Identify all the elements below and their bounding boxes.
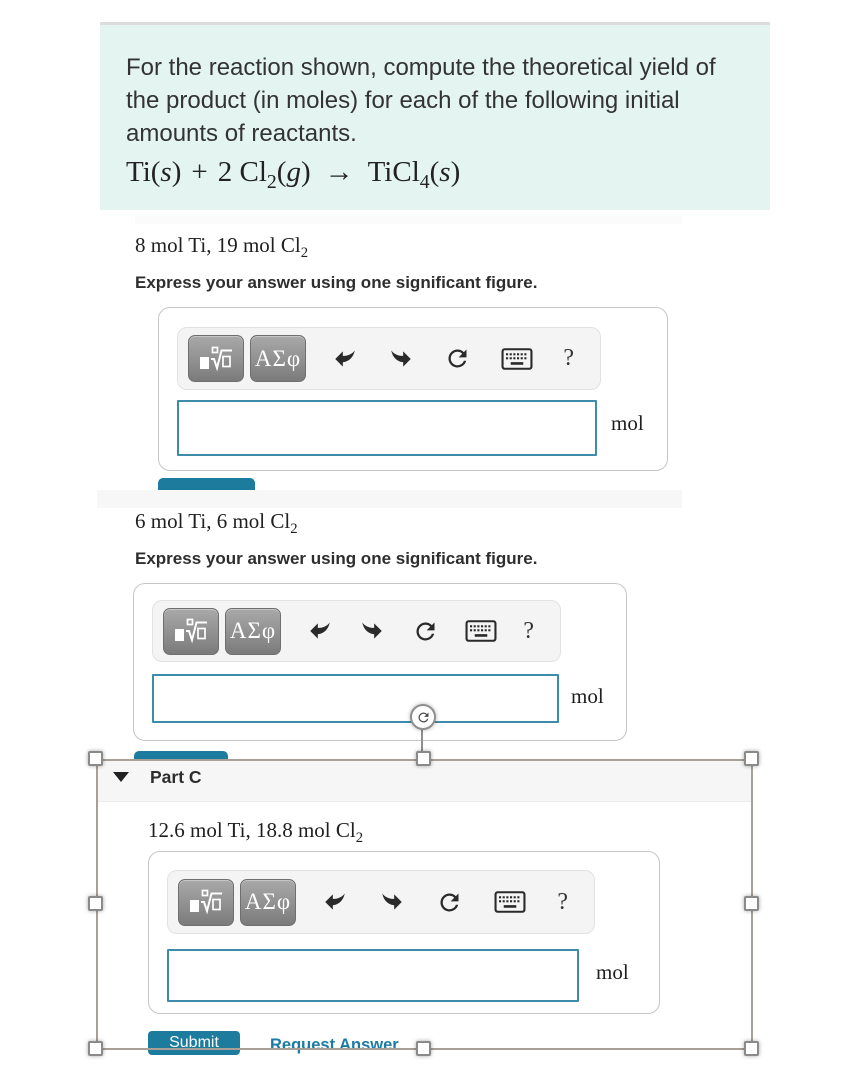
- reaction-arrow: →: [324, 155, 354, 188]
- problem-text: For the reaction shown, compute the theo…: [126, 54, 716, 147]
- greek-symbols-button[interactable]: ΑΣφ: [225, 607, 281, 655]
- greek-symbols-label: ΑΣφ: [229, 618, 277, 643]
- selection-handle-middle-left[interactable]: [88, 896, 103, 911]
- unit-label-a: mol: [611, 411, 644, 435]
- reset-icon: [440, 893, 459, 911]
- part-a-quantities: 8 mol Ti, 19 mol Cl2: [135, 233, 309, 262]
- math-template-button[interactable]: [188, 335, 244, 382]
- redo-button[interactable]: [379, 889, 405, 915]
- undo-icon: [310, 622, 330, 639]
- math-template-icon: [175, 618, 207, 644]
- part-b-quantities: 6 mol Ti, 6 mol Cl2: [135, 509, 298, 538]
- keyboard-button[interactable]: [501, 347, 533, 370]
- part-a-answer-box: ΑΣφ: [158, 307, 668, 471]
- part-b-math-toolbar: ΑΣφ: [152, 600, 561, 662]
- part-divider-band: [97, 490, 682, 508]
- part-c-answer-box: ΑΣφ: [148, 851, 660, 1014]
- part-c-header[interactable]: [98, 761, 751, 802]
- part-c-title: Part C: [150, 767, 202, 787]
- keyboard-icon: [501, 347, 533, 370]
- help-button[interactable]: ?: [563, 345, 574, 371]
- part-a-math-toolbar: ΑΣφ: [177, 327, 601, 390]
- undo-button[interactable]: [332, 346, 358, 372]
- intro-top-border: [100, 22, 770, 25]
- help-button[interactable]: ?: [557, 888, 568, 915]
- answer-input-a[interactable]: [177, 400, 597, 456]
- part-c-quantities: 12.6 mol Ti, 18.8 mol Cl2: [148, 818, 364, 847]
- reset-button[interactable]: [444, 345, 471, 372]
- rotate-handle-stem: [421, 728, 423, 753]
- math-template-button[interactable]: [163, 607, 219, 655]
- redo-icon: [391, 349, 411, 367]
- answer-input-c[interactable]: [167, 949, 579, 1002]
- request-answer-link[interactable]: Request Answer: [270, 1036, 399, 1054]
- toolbar-tools: ?: [307, 618, 534, 645]
- greek-symbols-button[interactable]: ΑΣφ: [250, 335, 306, 382]
- part-c-math-toolbar: ΑΣφ: [167, 870, 595, 934]
- redo-button[interactable]: [359, 618, 385, 644]
- undo-button[interactable]: [307, 618, 333, 644]
- chemical-equation: Ti(s)+2 Cl2(g)→TiCl4(s): [126, 155, 461, 193]
- toolbar-tools: ?: [322, 889, 568, 916]
- part-a-submit-button-clipped[interactable]: [158, 478, 255, 490]
- greek-symbols-label: ΑΣφ: [244, 889, 292, 914]
- collapse-caret-icon[interactable]: [113, 772, 129, 782]
- selection-handle-bottom-center[interactable]: [416, 1041, 431, 1056]
- math-template-icon: [190, 889, 222, 915]
- reset-button[interactable]: [436, 889, 463, 916]
- keyboard-icon: [465, 620, 497, 642]
- part-b-instruction: Express your answer using one significan…: [135, 549, 538, 568]
- submit-button[interactable]: Submit: [148, 1031, 240, 1055]
- math-template-button[interactable]: [178, 878, 234, 926]
- reset-icon: [416, 622, 435, 640]
- keyboard-icon: [494, 891, 526, 913]
- redo-icon: [362, 622, 383, 639]
- help-button[interactable]: ?: [523, 617, 534, 644]
- selection-handle-middle-right[interactable]: [744, 896, 759, 911]
- reset-icon: [448, 349, 467, 368]
- keyboard-button[interactable]: [494, 891, 526, 913]
- selection-handle-top-right[interactable]: [744, 751, 759, 766]
- selection-handle-top-left[interactable]: [88, 751, 103, 766]
- toolbar-tools: ?: [332, 345, 574, 372]
- part-b-answer-box: ΑΣφ: [133, 583, 627, 741]
- reset-button[interactable]: [412, 618, 439, 645]
- rotate-icon: [417, 712, 428, 722]
- undo-button[interactable]: [322, 889, 348, 915]
- part-a-instruction: Express your answer using one significan…: [135, 273, 538, 292]
- unit-label-b: mol: [571, 684, 604, 708]
- greek-symbols-label: ΑΣφ: [254, 345, 302, 371]
- undo-icon: [335, 349, 355, 367]
- rotate-handle[interactable]: [410, 704, 436, 730]
- keyboard-button[interactable]: [465, 620, 497, 642]
- math-template-icon: [200, 346, 232, 372]
- undo-icon: [325, 893, 345, 910]
- part-a-top-divider: [135, 216, 682, 224]
- selection-handle-top-center[interactable]: [416, 751, 431, 766]
- redo-icon: [382, 893, 402, 910]
- selection-handle-bottom-left[interactable]: [88, 1041, 103, 1056]
- answer-input-b[interactable]: [152, 674, 559, 723]
- selection-handle-bottom-right[interactable]: [744, 1041, 759, 1056]
- problem-statement: For the reaction shown, compute the theo…: [100, 25, 770, 210]
- part-b-submit-button-clipped[interactable]: [134, 751, 228, 761]
- greek-symbols-button[interactable]: ΑΣφ: [240, 878, 296, 926]
- redo-button[interactable]: [388, 346, 414, 372]
- unit-label-c: mol: [596, 960, 629, 984]
